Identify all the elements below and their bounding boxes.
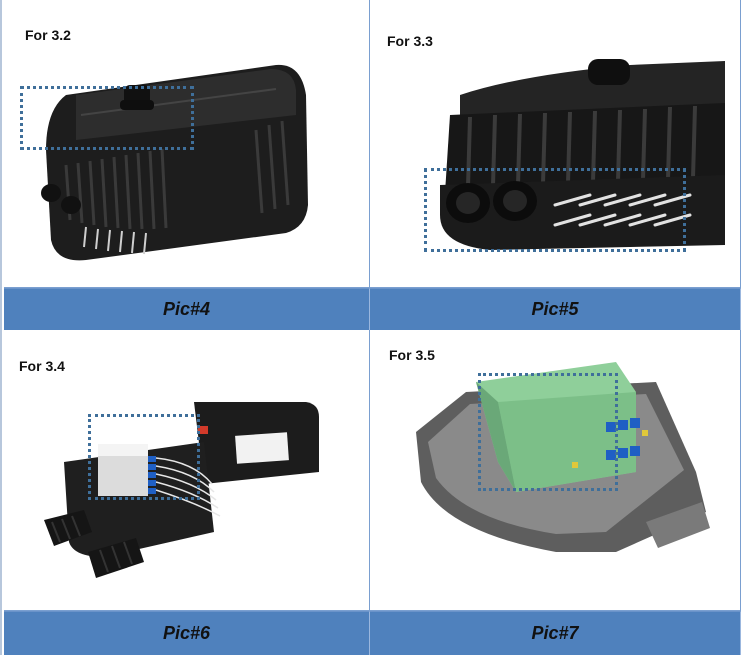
fiber-distribution-box-closed-icon	[41, 64, 308, 261]
highlight-box	[20, 86, 194, 150]
highlight-box	[88, 414, 200, 500]
caption-pic7: Pic#7	[370, 611, 741, 655]
panel-label: For 3.5	[389, 347, 435, 363]
panel-pic5: For 3.3	[370, 0, 741, 288]
panel-label: For 3.4	[19, 358, 65, 374]
highlight-box	[424, 168, 686, 252]
splitter-module-tray-icon	[416, 362, 710, 552]
panel-label: For 3.2	[25, 27, 71, 43]
panel-pic7: For 3.5	[370, 330, 741, 611]
panel-label: For 3.3	[387, 33, 433, 49]
caption-pic6: Pic#6	[4, 611, 370, 655]
panel-pic4: For 3.2	[4, 0, 370, 288]
caption-pic5: Pic#5	[370, 288, 741, 330]
panel-pic6: For 3.4	[4, 330, 370, 611]
highlight-box	[478, 373, 618, 491]
caption-pic4: Pic#4	[4, 288, 370, 330]
